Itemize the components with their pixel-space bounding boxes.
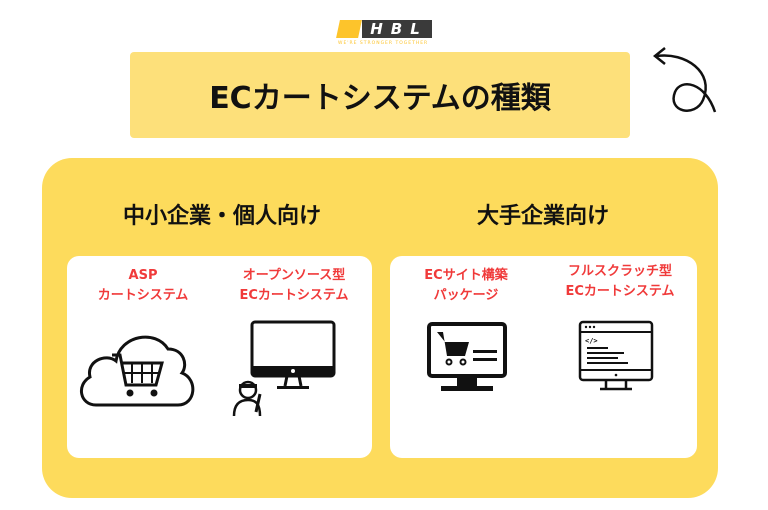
group-heading-small: 中小企業・個人向け (122, 204, 321, 229)
cloud-cart-icon (80, 335, 195, 407)
monitor-code-icon: </> (578, 320, 654, 391)
group-heading-large: 大手企業向け (476, 204, 609, 229)
monitor-cart-icon (427, 322, 507, 391)
curly-arrow-icon (652, 47, 717, 113)
monitor-engineer-icon (232, 320, 336, 417)
page-title: ECカートシステムの種類 (209, 81, 551, 116)
hbl-logo: HBL WE'RE STRONGER TOGETHER (336, 18, 434, 50)
card-enterprise (390, 256, 697, 458)
svg-text:</>: </> (585, 337, 598, 345)
title-banner: ECカートシステムの種類 (130, 52, 630, 138)
item-label-package: ECサイト構築パッケージ (424, 268, 508, 303)
